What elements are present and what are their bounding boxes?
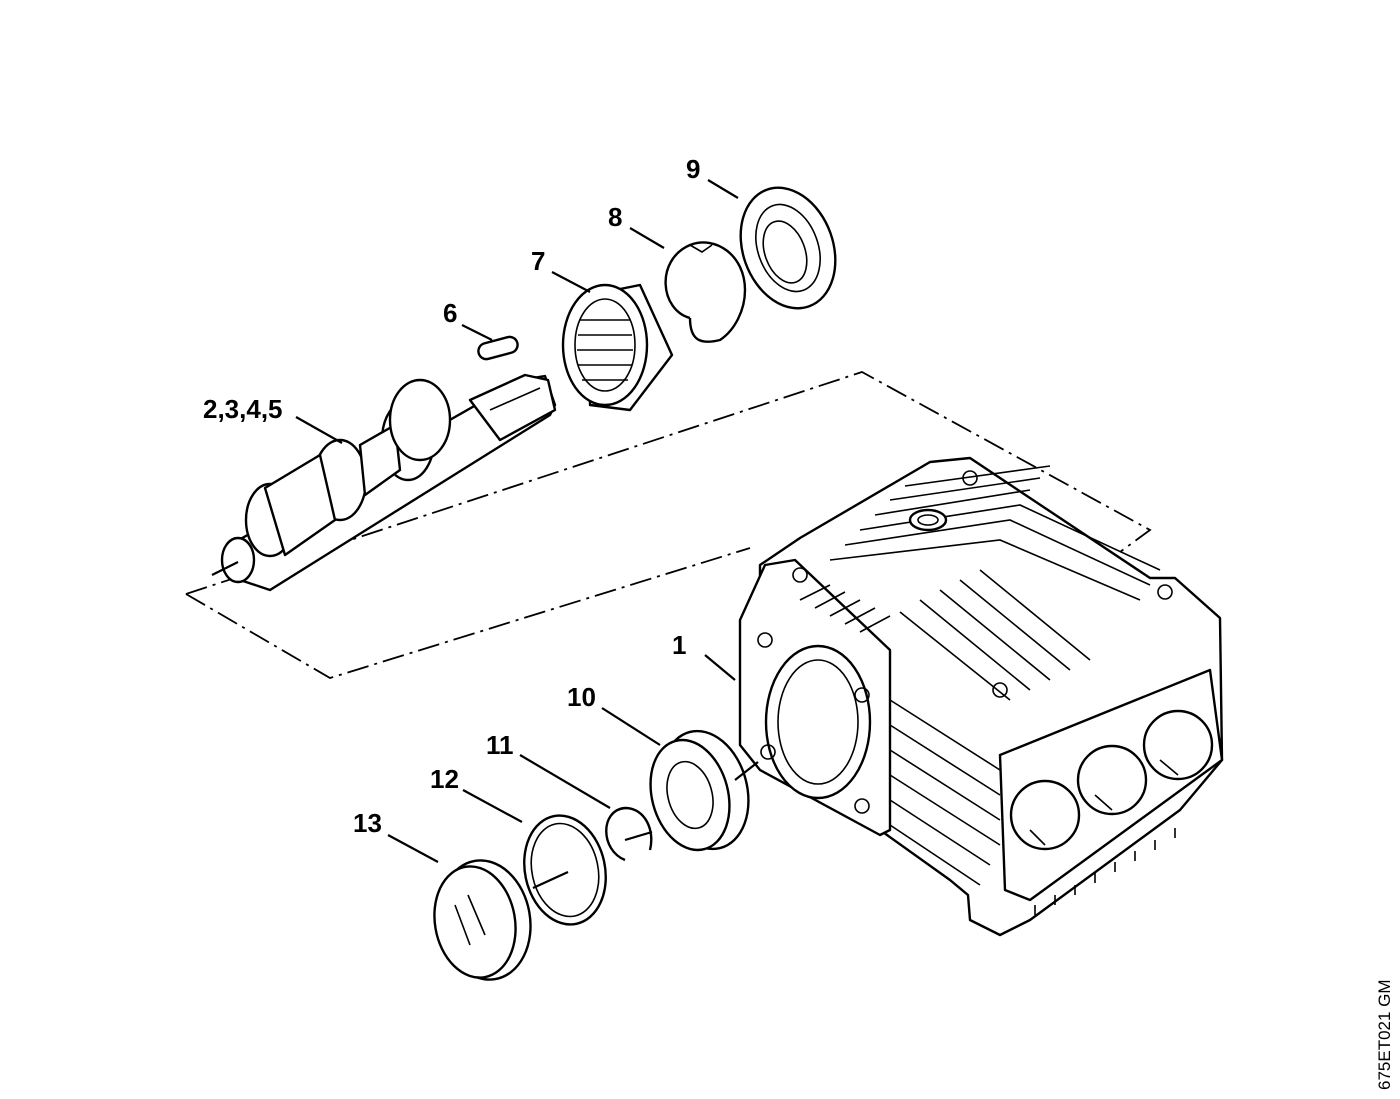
label-part-12: 12 (430, 764, 459, 794)
assembly-boundary (185, 371, 1152, 679)
cover-cap (433, 859, 532, 981)
shaft-seal-9 (739, 186, 837, 310)
small-circlip (605, 806, 653, 862)
label-part-13: 13 (353, 808, 382, 838)
crankcase-housing (738, 456, 1224, 937)
label-part-7: 7 (531, 246, 545, 276)
needle-bearing (561, 283, 674, 412)
label-part-2-3-4-5: 2,3,4,5 (203, 394, 283, 424)
label-part-1: 1 (672, 630, 686, 660)
crankshaft (211, 373, 557, 592)
label-part-11: 11 (486, 730, 514, 760)
part-labels: 1 2,3,4,5 6 7 8 9 10 11 12 13 (203, 154, 700, 838)
leader-lines (295, 179, 739, 863)
ball-bearing (649, 729, 759, 852)
retaining-ring (523, 814, 607, 926)
shaft-key (477, 335, 519, 361)
label-part-6: 6 (443, 298, 457, 328)
label-part-9: 9 (686, 154, 700, 184)
circlip (664, 241, 747, 343)
label-part-8: 8 (608, 202, 622, 232)
drawing-code: 675ET021 GM (1375, 979, 1394, 1090)
label-part-10: 10 (567, 682, 596, 712)
